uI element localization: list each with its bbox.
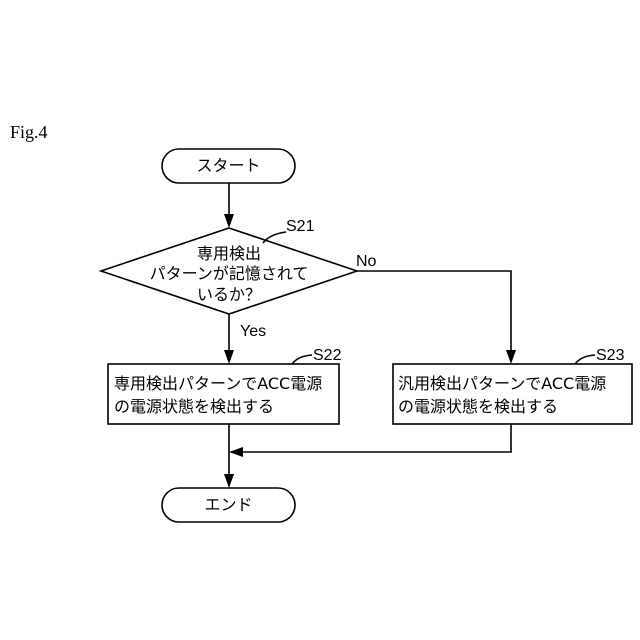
end-terminal: エンド [162,488,295,522]
step-label-s23: S23 [596,347,625,364]
end-terminal-label: エンド [204,495,252,514]
arrowhead-no [506,350,516,364]
arrowhead-start-to-decision [224,214,234,228]
decision-text-line-1: 専用検出 [197,244,261,263]
figure-label: Fig.4 [10,122,48,142]
no-label: No [356,253,377,270]
edge-general-to-merge [241,424,511,452]
process-dedicated-line-1: 専用検出パターンでACC電源 [114,374,322,393]
step-label-s22: S22 [313,347,342,364]
process-dedicated: 専用検出パターンでACC電源 の電源状態を検出する [108,364,339,424]
arrowhead-to-end [224,474,234,488]
decision-node: 専用検出 パターンが記憶されて いるか？ [101,228,357,314]
leader-s23 [575,355,595,364]
leader-s22 [292,355,312,364]
start-terminal: スタート [162,149,295,183]
arrowhead-merge [229,447,243,457]
yes-label: Yes [240,323,266,340]
process-general-line-1: 汎用検出パターンでACC電源 [398,374,606,393]
step-label-s21: S21 [286,218,315,235]
start-terminal-label: スタート [196,156,260,175]
edge-no-to-general [357,271,511,352]
process-general-line-2: の電源状態を検出する [398,397,558,416]
process-dedicated-line-2: の電源状態を検出する [114,397,274,416]
arrowhead-yes [224,350,234,364]
decision-text-line-3: いるか？ [197,285,261,304]
decision-text-line-2: パターンが記憶されて [150,264,309,283]
process-general: 汎用検出パターンでACC電源 の電源状態を検出する [393,364,632,424]
